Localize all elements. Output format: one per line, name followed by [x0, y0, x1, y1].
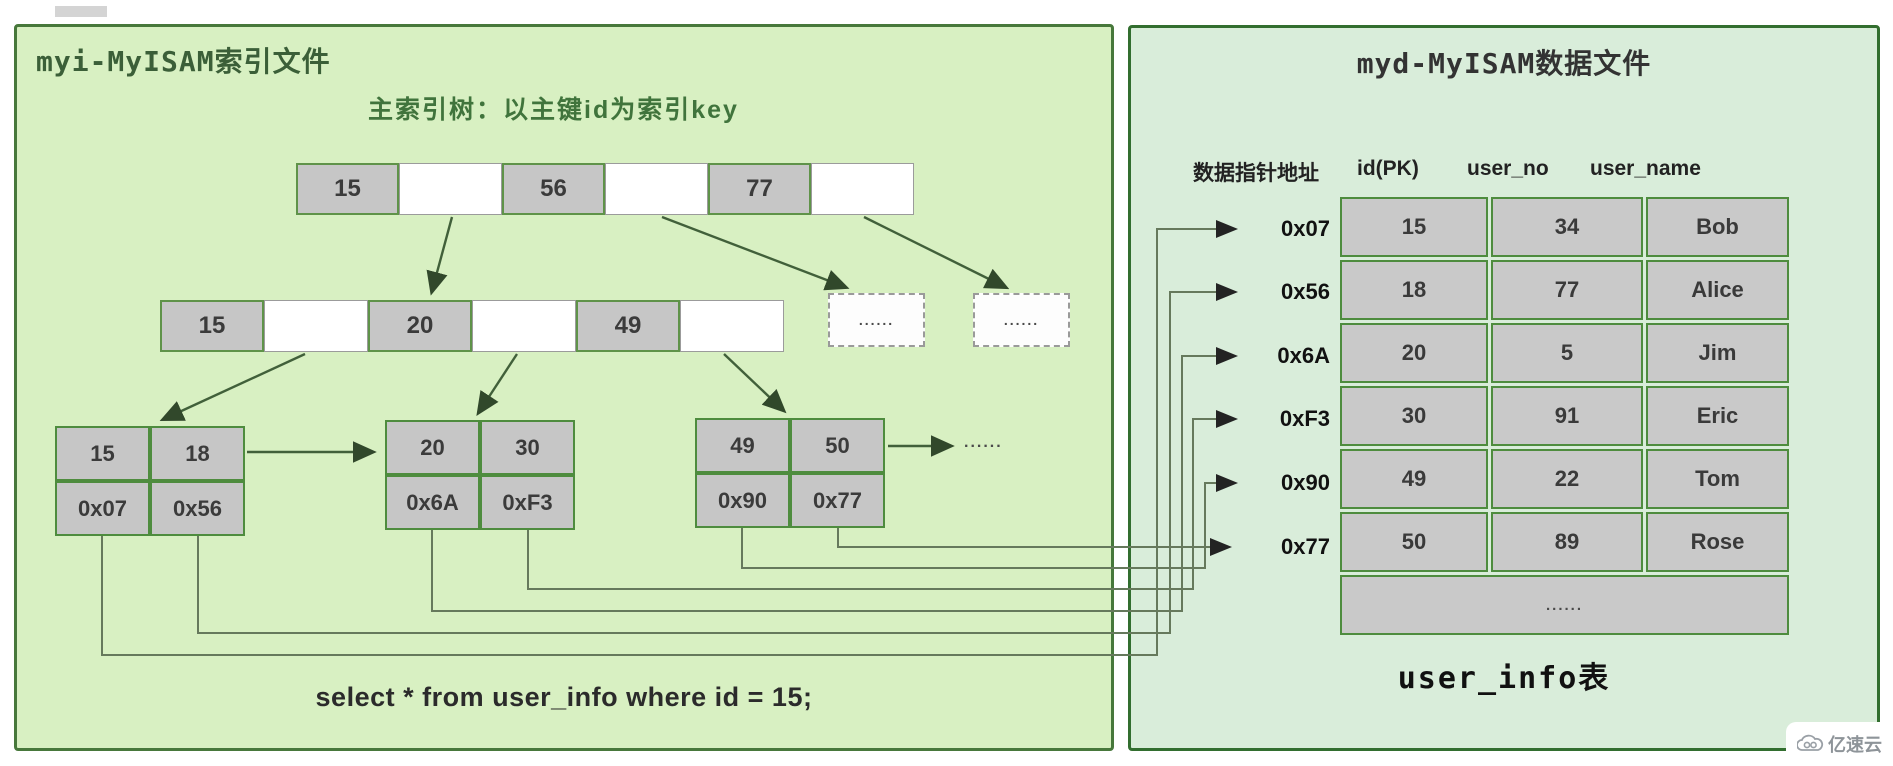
- leaf-key-cell: 30: [480, 420, 575, 475]
- index-file-title: myi-MyISAM索引文件: [36, 45, 331, 78]
- watermark-brand-text: 亿速云: [1828, 735, 1882, 755]
- leaf-node-2: 20 30 0x6A 0xF3: [385, 420, 575, 530]
- user-info-table-label: user_info表: [1397, 661, 1611, 696]
- address-label: 0x77: [1281, 534, 1330, 559]
- level2-key-cell: 15: [160, 300, 264, 352]
- table-cell-user-no: 34: [1491, 197, 1643, 257]
- index-file-panel: [14, 24, 1114, 751]
- root-key-cell: 77: [708, 163, 811, 215]
- root-pointer-cell: [605, 163, 708, 215]
- leaf-key-cell: 20: [385, 420, 480, 475]
- sql-query-text: select * from user_info where id = 15;: [315, 682, 813, 712]
- level2-pointer-cell: [264, 300, 368, 352]
- address-label: 0xF3: [1279, 406, 1330, 431]
- table-cell-id: 49: [1340, 449, 1488, 509]
- more-leaves-ellipsis: ......: [964, 434, 1003, 451]
- root-pointer-cell: [811, 163, 914, 215]
- table-cell-user-name: Eric: [1646, 386, 1789, 446]
- dashed-node-ellipsis: ......: [973, 293, 1070, 347]
- root-pointer-cell: [399, 163, 502, 215]
- table-cell-user-no: 91: [1491, 386, 1643, 446]
- column-header-user-no: user_no: [1467, 157, 1549, 180]
- leaf-key-cell: 50: [790, 418, 885, 473]
- cloud-logo-icon: [1797, 734, 1824, 751]
- user-info-table: 15 34 Bob 18 77 Alice 20 5 Jim 30 91 Eri…: [1340, 197, 1789, 635]
- leaf-key-cell: 18: [150, 426, 245, 481]
- btree-root-node: 15 56 77: [296, 163, 914, 215]
- leaf-pointer-cell: 0x77: [790, 473, 885, 528]
- leaf-pointer-cell: 0x90: [695, 473, 790, 528]
- leaf-pointer-cell: 0x6A: [385, 475, 480, 530]
- leaf-pointer-cell: 0x56: [150, 481, 245, 536]
- leaf-pointer-cell: 0x07: [55, 481, 150, 536]
- leaf-node-1: 15 18 0x07 0x56: [55, 426, 245, 536]
- table-cell-user-no: 89: [1491, 512, 1643, 572]
- table-cell-user-name: Rose: [1646, 512, 1789, 572]
- level2-key-cell: 20: [368, 300, 472, 352]
- address-label: 0x6A: [1277, 343, 1330, 368]
- watermark-badge: 亿速云: [1786, 722, 1893, 766]
- primary-index-subtitle: 主索引树：以主键id为索引key: [368, 96, 739, 124]
- table-cell-user-no: 77: [1491, 260, 1643, 320]
- level2-pointer-cell: [680, 300, 784, 352]
- leaf-key-cell: 49: [695, 418, 790, 473]
- table-cell-user-name: Tom: [1646, 449, 1789, 509]
- level2-pointer-cell: [472, 300, 576, 352]
- table-cell-id: 50: [1340, 512, 1488, 572]
- dashed-node-ellipsis: ......: [828, 293, 925, 347]
- table-cell-user-name: Bob: [1646, 197, 1789, 257]
- table-cell-user-no: 5: [1491, 323, 1643, 383]
- table-cell-user-name: Alice: [1646, 260, 1789, 320]
- level2-key-cell: 49: [576, 300, 680, 352]
- pointer-address-header: 数据指针地址: [1193, 162, 1319, 185]
- table-cell-id: 20: [1340, 323, 1488, 383]
- table-cell-user-no: 22: [1491, 449, 1643, 509]
- table-cell-user-name: Jim: [1646, 323, 1789, 383]
- leaf-key-cell: 15: [55, 426, 150, 481]
- table-cell-id: 18: [1340, 260, 1488, 320]
- column-header-id: id(PK): [1357, 157, 1419, 180]
- address-label: 0x56: [1281, 279, 1330, 304]
- address-label: 0x07: [1281, 216, 1330, 241]
- leaf-node-3: 49 50 0x90 0x77: [695, 418, 885, 528]
- column-header-user-name: user_name: [1590, 157, 1701, 180]
- root-key-cell: 15: [296, 163, 399, 215]
- table-more-rows-ellipsis: ......: [1340, 575, 1789, 635]
- table-cell-id: 15: [1340, 197, 1488, 257]
- address-label: 0x90: [1281, 470, 1330, 495]
- screen-artifact: [55, 6, 107, 17]
- data-file-title: myd-MyISAM数据文件: [1356, 47, 1652, 80]
- btree-internal-node: 15 20 49: [160, 300, 784, 352]
- root-key-cell: 56: [502, 163, 605, 215]
- table-cell-id: 30: [1340, 386, 1488, 446]
- leaf-pointer-cell: 0xF3: [480, 475, 575, 530]
